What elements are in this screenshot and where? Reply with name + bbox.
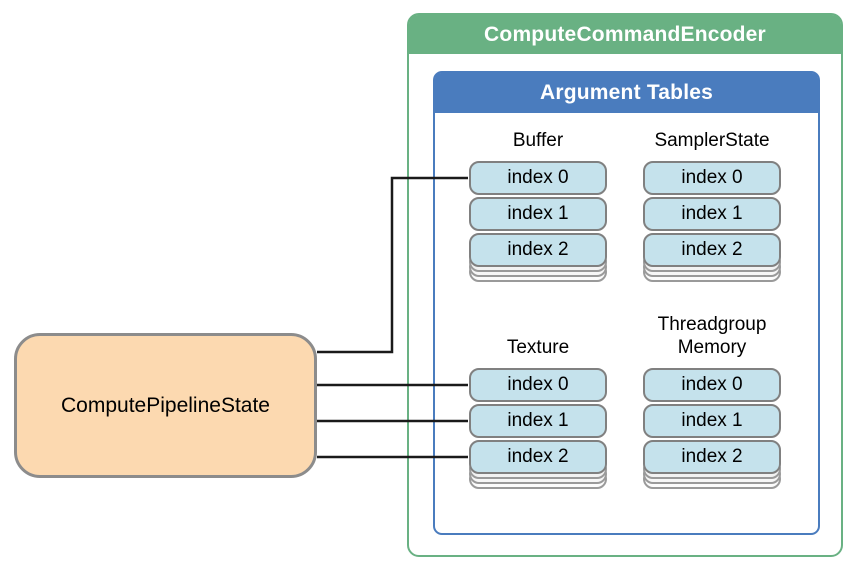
samplerstate-chip-index-2: index 2 <box>643 233 781 267</box>
table-title-texture: Texture <box>506 337 570 358</box>
threadgroup-memory-chip-index-1: index 1 <box>643 404 781 438</box>
samplerstate-chip-index-1: index 1 <box>643 197 781 231</box>
argument-table-texture: Texture index 0 index 1 index 2 <box>469 311 607 489</box>
argument-table-samplerstate: SamplerState index 0 index 1 index 2 <box>643 104 781 282</box>
table-title-threadgroup-memory: Threadgroup Memory <box>657 314 767 358</box>
buffer-chip-index-1: index 1 <box>469 197 607 231</box>
argument-table-threadgroup-memory: Threadgroup Memory index 0 index 1 index… <box>643 311 781 489</box>
table-title-samplerstate: SamplerState <box>654 130 770 151</box>
texture-chip-index-2: index 2 <box>469 440 607 474</box>
buffer-chip-index-0: index 0 <box>469 161 607 195</box>
compute-pipeline-state-box: ComputePipelineState <box>14 333 317 478</box>
compute-command-encoder-box: ComputeCommandEncoder Argument Tables Bu… <box>407 13 843 557</box>
texture-chip-index-1: index 1 <box>469 404 607 438</box>
texture-chip-stack: index 0 index 1 index 2 <box>469 368 607 489</box>
compute-command-encoder-header: ComputeCommandEncoder <box>409 15 841 54</box>
argument-tables-box: Argument Tables Buffer index 0 index 1 i… <box>433 71 820 535</box>
argument-tables-header: Argument Tables <box>435 73 818 113</box>
compute-pipeline-state-label: ComputePipelineState <box>61 393 270 417</box>
buffer-chip-stack: index 0 index 1 index 2 <box>469 161 607 282</box>
threadgroup-memory-chip-stack: index 0 index 1 index 2 <box>643 368 781 489</box>
table-title-buffer: Buffer <box>512 130 564 151</box>
argument-tables-title: Argument Tables <box>540 81 713 104</box>
threadgroup-memory-chip-index-0: index 0 <box>643 368 781 402</box>
texture-chip-index-0: index 0 <box>469 368 607 402</box>
compute-command-encoder-title: ComputeCommandEncoder <box>484 22 766 46</box>
samplerstate-chip-stack: index 0 index 1 index 2 <box>643 161 781 282</box>
argument-table-buffer: Buffer index 0 index 1 index 2 <box>469 104 607 282</box>
buffer-chip-index-2: index 2 <box>469 233 607 267</box>
threadgroup-memory-chip-index-2: index 2 <box>643 440 781 474</box>
samplerstate-chip-index-0: index 0 <box>643 161 781 195</box>
